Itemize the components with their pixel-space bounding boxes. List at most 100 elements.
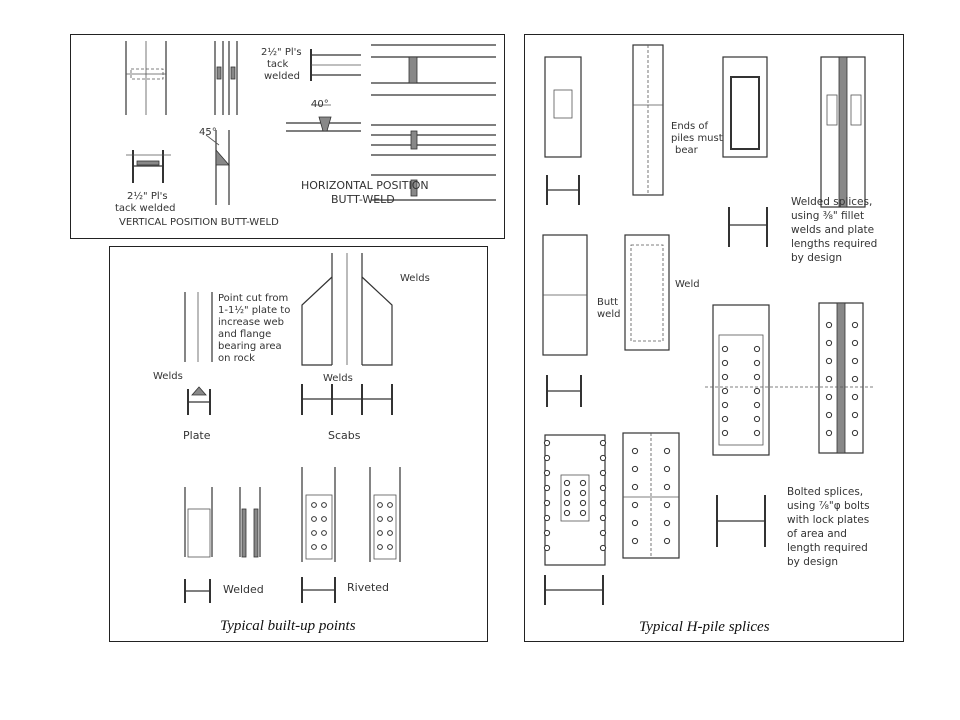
bolt bbox=[543, 469, 551, 477]
bolt bbox=[631, 519, 639, 527]
bolt bbox=[663, 465, 671, 473]
bolt bbox=[563, 489, 571, 497]
rivet bbox=[321, 502, 327, 508]
built-up-points-caption: Typical built-up points bbox=[220, 618, 356, 634]
bolted-splice-section bbox=[716, 495, 766, 547]
angle-45-label: 45° bbox=[199, 127, 217, 138]
bolt bbox=[599, 484, 607, 492]
bolt bbox=[851, 321, 859, 329]
bolt bbox=[851, 339, 859, 347]
bolt bbox=[753, 373, 761, 381]
rivet bbox=[387, 530, 393, 536]
bolt bbox=[721, 345, 729, 353]
rivet bbox=[377, 516, 383, 522]
vertical-position-title: VERTICAL POSITION BUTT-WELD bbox=[119, 217, 279, 228]
welds-left-label: Welds bbox=[153, 371, 183, 382]
bolt bbox=[663, 519, 671, 527]
bolt bbox=[563, 499, 571, 507]
rivet bbox=[377, 502, 383, 508]
h-section-with-plates bbox=[126, 150, 171, 183]
rivet bbox=[377, 530, 383, 536]
bolt bbox=[663, 537, 671, 545]
bolt bbox=[753, 401, 761, 409]
bolt bbox=[563, 509, 571, 517]
bolt bbox=[851, 429, 859, 437]
rivet bbox=[311, 544, 317, 550]
riveted-point-elevation bbox=[301, 467, 401, 562]
welded-point-elevation bbox=[184, 487, 261, 558]
bolt bbox=[543, 529, 551, 537]
bolt bbox=[599, 514, 607, 522]
bolt bbox=[825, 393, 833, 401]
weld-40-detail bbox=[286, 104, 361, 132]
bolt bbox=[599, 529, 607, 537]
bolt bbox=[851, 357, 859, 365]
bolt bbox=[631, 501, 639, 509]
bolt bbox=[631, 483, 639, 491]
h-pile-splices-panel: Ends of piles must bear Butt weld Weld W… bbox=[524, 34, 904, 642]
welded-point-section bbox=[184, 579, 211, 603]
butt-weld-panel: 2½" Pl's tack welded 40° 45° 2½" Pl's ta… bbox=[70, 34, 505, 239]
rivet bbox=[321, 516, 327, 522]
bolt bbox=[663, 447, 671, 455]
rivet bbox=[311, 516, 317, 522]
rivet bbox=[377, 544, 383, 550]
bolt bbox=[631, 447, 639, 455]
riveted-label: Riveted bbox=[347, 581, 389, 594]
bolt bbox=[631, 537, 639, 545]
bolt bbox=[753, 429, 761, 437]
bolt bbox=[753, 387, 761, 395]
rivet bbox=[311, 502, 317, 508]
bolt bbox=[721, 373, 729, 381]
rivet bbox=[387, 502, 393, 508]
plate-point-section bbox=[187, 386, 211, 415]
angle-40-label: 40° bbox=[311, 99, 329, 110]
splice-row-2 bbox=[542, 234, 670, 407]
bolted-splices-note: Bolted splices, using ⅞"φ bolts with loc… bbox=[787, 486, 873, 568]
scabs-elevation bbox=[301, 253, 393, 366]
bolt bbox=[579, 489, 587, 497]
horizontal-position-elevation bbox=[310, 44, 496, 96]
bolt bbox=[563, 479, 571, 487]
bolt bbox=[579, 479, 587, 487]
welds-top-label: Welds bbox=[400, 273, 430, 284]
bolt bbox=[721, 429, 729, 437]
bolt bbox=[825, 429, 833, 437]
welded-label: Welded bbox=[223, 583, 264, 596]
bolt bbox=[543, 484, 551, 492]
bolt bbox=[825, 375, 833, 383]
bolt bbox=[825, 357, 833, 365]
h-pile-splices-caption: Typical H-pile splices bbox=[639, 619, 770, 635]
point-cut-note: Point cut from 1-1½" plate to increase w… bbox=[218, 293, 294, 364]
vertical-pile-elevation-1 bbox=[125, 41, 167, 115]
bolt bbox=[721, 359, 729, 367]
welds-scabs-label: Welds bbox=[323, 373, 353, 384]
plates-bottom-label: 2½" Pl's tack welded bbox=[115, 190, 175, 214]
rivet bbox=[321, 544, 327, 550]
bevel-45-view bbox=[205, 130, 230, 205]
bolt bbox=[599, 544, 607, 552]
plates-top-label: 2½" Pl's tack welded bbox=[261, 46, 305, 82]
rivet bbox=[387, 516, 393, 522]
welded-splices-note: Welded splices, using ⅜" fillet welds an… bbox=[791, 196, 881, 264]
bolt bbox=[851, 375, 859, 383]
rivet bbox=[311, 530, 317, 536]
weld-label: Weld bbox=[675, 279, 700, 290]
built-up-points-drawing: Point cut from 1-1½" plate to increase w… bbox=[153, 253, 430, 634]
bolt bbox=[631, 465, 639, 473]
butt-weld-label: Butt weld bbox=[597, 297, 621, 320]
scabs-label: Scabs bbox=[328, 429, 361, 442]
scabs-section bbox=[301, 384, 393, 415]
bolt bbox=[663, 483, 671, 491]
bolt bbox=[599, 469, 607, 477]
splice-row-3 bbox=[544, 432, 680, 605]
bolt bbox=[721, 415, 729, 423]
bolt bbox=[753, 345, 761, 353]
bolt bbox=[663, 501, 671, 509]
bolt bbox=[543, 514, 551, 522]
bolt bbox=[851, 411, 859, 419]
bolt bbox=[753, 415, 761, 423]
bolt bbox=[543, 454, 551, 462]
splice-row-1 bbox=[544, 44, 866, 208]
bolt bbox=[579, 499, 587, 507]
